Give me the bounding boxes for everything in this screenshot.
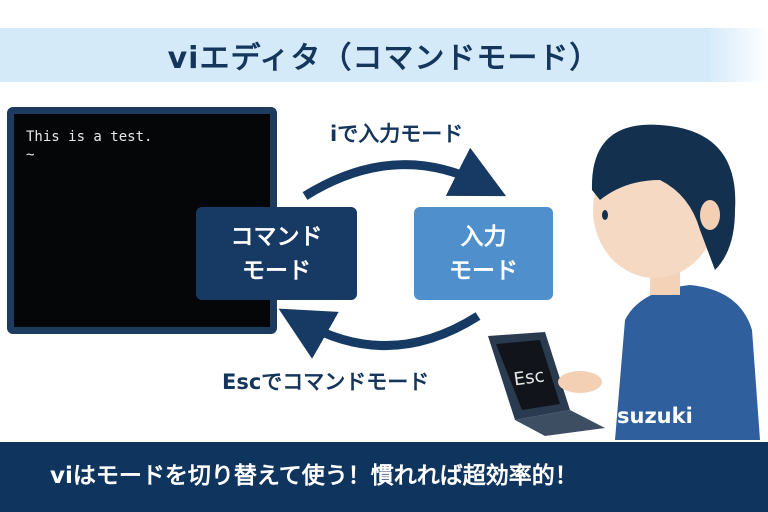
command-mode-box: コマンドモード xyxy=(196,207,357,300)
terminal-line: This is a test. xyxy=(26,129,153,145)
arrow-to-command xyxy=(278,308,481,359)
laptop-icon xyxy=(488,332,605,436)
esc-key-label: Esc xyxy=(512,365,545,390)
insert-mode-box: 入力モード xyxy=(414,207,553,300)
footer-text: viはモードを切り替えて使う！慣れれば超効率的！ xyxy=(50,463,578,489)
terminal-tilde: ~ xyxy=(26,147,35,163)
footer-banner: viはモードを切り替えて使う！慣れれば超効率的！ xyxy=(0,442,768,512)
page-title: viエディタ（コマンドモード） xyxy=(167,41,601,76)
person-icon xyxy=(591,124,760,440)
insert-mode-line1: 入力 xyxy=(460,223,507,250)
command-mode-line1: コマンド xyxy=(230,223,323,250)
user-name: suzuki xyxy=(617,404,693,428)
command-mode-line2: モード xyxy=(242,257,311,284)
title-banner: viエディタ（コマンドモード） xyxy=(0,28,768,82)
to-command-label: Escでコマンドモード xyxy=(222,370,430,394)
to-insert-label: iで入力モード xyxy=(330,122,464,146)
arrow-to-insert xyxy=(302,147,507,200)
insert-mode-line2: モード xyxy=(449,257,518,284)
